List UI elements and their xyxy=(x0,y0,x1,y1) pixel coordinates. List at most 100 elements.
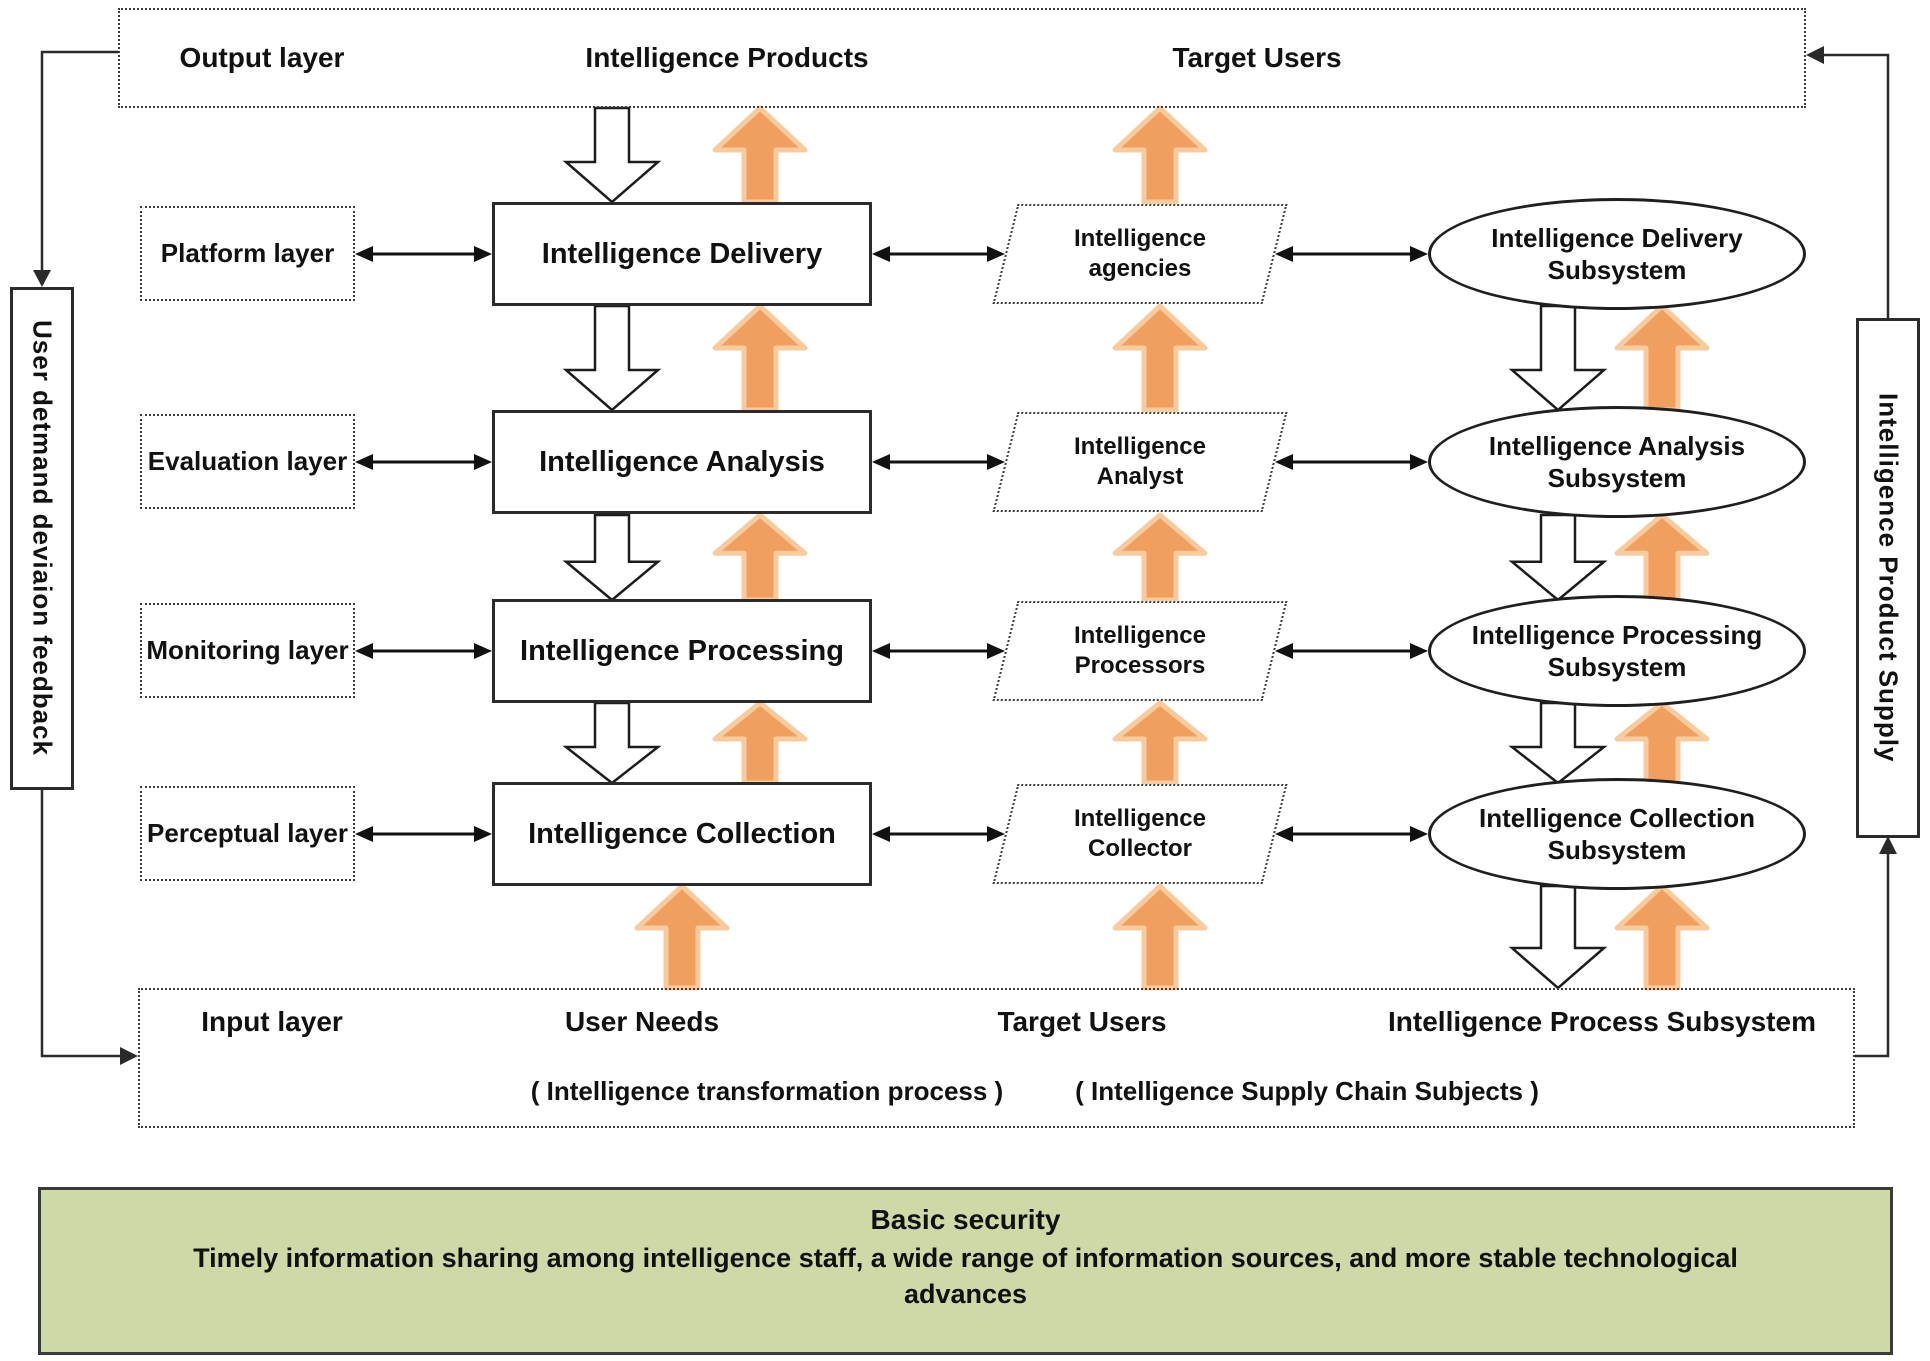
input-layer-band: Input layer User Needs Target Users Inte… xyxy=(138,988,1855,1128)
up-arrow-icon xyxy=(1614,512,1710,603)
intelligence-collector-label: Intelligence Collector xyxy=(1073,805,1207,862)
evaluation-layer-label: Evaluation layer xyxy=(147,446,348,476)
arrowhead-right-icon xyxy=(474,246,492,262)
down-arrow-icon xyxy=(562,701,662,785)
intelligence-products-label: Intelligence Products xyxy=(585,42,869,73)
bottom-target-users-label: Target Users xyxy=(997,1006,1167,1037)
intelligence-collection-label: Intelligence Collection xyxy=(528,817,836,850)
basic-security-title: Basic security xyxy=(870,1204,1061,1235)
supply-chain-subjects-caption: ( Intelligence Supply Chain Subjects ) xyxy=(1075,1076,1539,1106)
intelligence-processing-subsystem-label: Intelligence Processing Subsystem xyxy=(1471,619,1763,683)
arrowhead-right-icon xyxy=(1410,246,1428,262)
up-arrow-icon xyxy=(712,512,808,603)
arrowhead-right-icon xyxy=(474,454,492,470)
down-arrow-icon xyxy=(562,513,662,602)
intelligence-analyst-parallelogram: Intelligence Analyst xyxy=(992,412,1288,512)
intelligence-collection-box: Intelligence Collection xyxy=(492,782,872,886)
intelligence-delivery-box: Intelligence Delivery xyxy=(492,202,872,306)
up-arrow-icon xyxy=(1614,303,1710,413)
intelligence-collection-subsystem-ellipse: Intelligence Collection Subsystem xyxy=(1428,778,1806,890)
intelligence-agencies-label: Intelligence agencies xyxy=(1073,225,1207,282)
arrowhead-right-icon xyxy=(987,826,1005,842)
user-demand-feedback-box: User detmand deviaion feedback xyxy=(10,287,74,790)
up-arrow-icon xyxy=(1614,883,1710,991)
user-demand-feedback-label: User detmand deviaion feedback xyxy=(27,320,58,757)
platform-layer-label: Platform layer xyxy=(160,238,335,268)
monitoring-layer-box: Monitoring layer xyxy=(140,603,355,698)
intelligence-collector-parallelogram: Intelligence Collector xyxy=(992,784,1288,884)
intelligence-processing-label: Intelligence Processing xyxy=(520,634,844,667)
arrowhead-right-icon xyxy=(474,643,492,659)
down-arrow-icon xyxy=(1508,701,1608,785)
arrowhead-left-icon xyxy=(1806,46,1824,64)
supply-top-connector-line xyxy=(1822,53,1890,318)
arrowhead-left-icon xyxy=(872,826,890,842)
feedback-top-connector-line xyxy=(40,50,118,272)
evaluation-layer-box: Evaluation layer xyxy=(140,414,355,509)
intelligence-processing-subsystem-ellipse: Intelligence Processing Subsystem xyxy=(1428,595,1806,707)
down-arrow-icon xyxy=(1508,304,1608,412)
arrowhead-left-icon xyxy=(872,246,890,262)
arrowhead-right-icon xyxy=(987,454,1005,470)
down-arrow-icon xyxy=(562,304,662,412)
down-arrow-icon xyxy=(562,106,662,204)
up-arrow-icon xyxy=(712,303,808,413)
arrowhead-left-icon xyxy=(1275,454,1293,470)
intelligence-processing-box: Intelligence Processing xyxy=(492,599,872,703)
intelligence-analyst-label: Intelligence Analyst xyxy=(1073,433,1207,490)
arrowhead-right-icon xyxy=(987,246,1005,262)
arrowhead-down-icon xyxy=(33,270,51,287)
arrowhead-right-icon xyxy=(1410,643,1428,659)
arrowhead-left-icon xyxy=(1275,643,1293,659)
basic-security-box: Basic security Timely information sharin… xyxy=(38,1187,1893,1355)
transformation-process-caption: ( Intelligence transformation process ) xyxy=(530,1076,1004,1106)
arrowhead-right-icon xyxy=(1410,826,1428,842)
arrowhead-right-icon xyxy=(120,1047,138,1065)
up-arrow-icon xyxy=(1112,883,1208,991)
basic-security-body: Timely information sharing among intelli… xyxy=(193,1243,1738,1310)
intelligence-delivery-subsystem-label: Intelligence Delivery Subsystem xyxy=(1491,222,1743,286)
arrowhead-right-icon xyxy=(474,826,492,842)
output-layer-label: Output layer xyxy=(179,42,345,73)
platform-layer-box: Platform layer xyxy=(140,206,355,301)
intelligence-delivery-label: Intelligence Delivery xyxy=(541,237,823,270)
intelligence-collection-subsystem-label: Intelligence Collection Subsystem xyxy=(1479,802,1755,866)
arrowhead-left-icon xyxy=(355,454,373,470)
arrowhead-right-icon xyxy=(987,643,1005,659)
down-arrow-icon xyxy=(1508,513,1608,602)
intelligence-analysis-subsystem-label: Intelligence Analysis Subsystem xyxy=(1488,430,1746,494)
arrowhead-left-icon xyxy=(1275,826,1293,842)
perceptual-layer-box: Perceptual layer xyxy=(140,786,355,881)
intelligence-product-supply-box: Intelligence Product Supply xyxy=(1856,318,1920,838)
arrowhead-left-icon xyxy=(872,643,890,659)
intelligence-product-supply-label: Intelligence Product Supply xyxy=(1873,393,1904,763)
user-needs-label: User Needs xyxy=(564,1006,720,1037)
supply-bottom-connector-line xyxy=(1855,852,1890,1058)
up-arrow-icon xyxy=(712,700,808,786)
top-target-users-label: Target Users xyxy=(1172,42,1342,73)
up-arrow-icon xyxy=(712,105,808,205)
up-arrow-icon xyxy=(1112,512,1208,603)
down-arrow-icon xyxy=(1508,884,1608,990)
monitoring-layer-label: Monitoring layer xyxy=(146,635,349,665)
up-arrow-icon xyxy=(1112,303,1208,413)
up-arrow-icon xyxy=(634,883,730,991)
intelligence-process-subsystem-label: Intelligence Process Subsystem xyxy=(1388,1006,1816,1037)
arrowhead-left-icon xyxy=(355,246,373,262)
intelligence-agencies-parallelogram: Intelligence agencies xyxy=(992,204,1288,304)
up-arrow-icon xyxy=(1614,700,1710,786)
intelligence-analysis-label: Intelligence Analysis xyxy=(539,445,825,478)
feedback-bottom-connector-line xyxy=(40,790,122,1058)
intelligence-processors-parallelogram: Intelligence Processors xyxy=(992,601,1288,701)
arrowhead-right-icon xyxy=(1410,454,1428,470)
intelligence-processors-label: Intelligence Processors xyxy=(1073,622,1207,679)
up-arrow-icon xyxy=(1112,700,1208,786)
arrowhead-up-icon xyxy=(1879,836,1897,854)
arrowhead-left-icon xyxy=(872,454,890,470)
perceptual-layer-label: Perceptual layer xyxy=(147,818,348,848)
arrowhead-left-icon xyxy=(355,643,373,659)
intelligence-analysis-subsystem-ellipse: Intelligence Analysis Subsystem xyxy=(1428,406,1806,518)
output-layer-band: Output layer Intelligence Products Targe… xyxy=(118,8,1806,108)
arrowhead-left-icon xyxy=(1275,246,1293,262)
